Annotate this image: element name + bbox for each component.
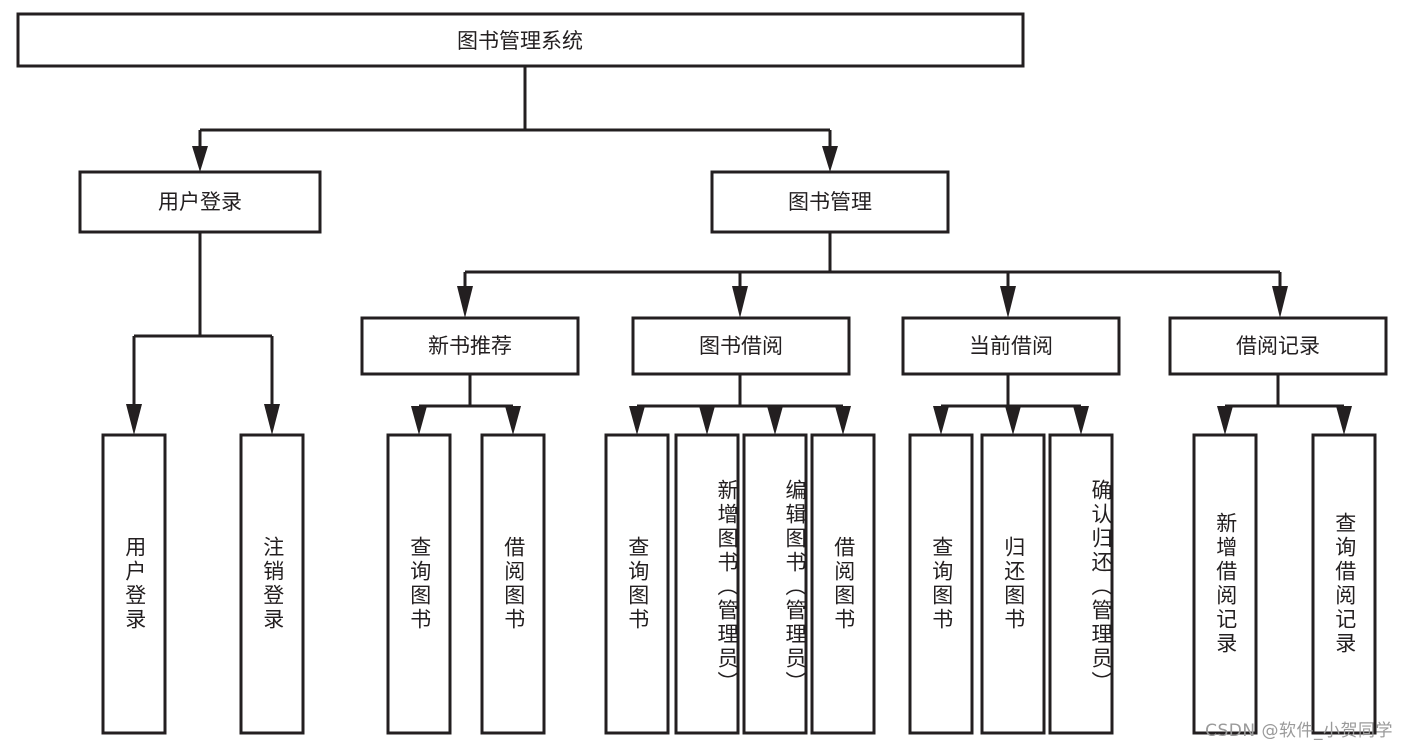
arrow-userlogin-to-leaf2-icon: [264, 404, 280, 435]
node-book-borrow-label: 图书借阅: [699, 334, 783, 358]
arrow-newbook-to-leaf1-icon: [411, 406, 427, 435]
arrow-root-to-book-management-icon: [822, 146, 838, 172]
node-new-book-recommend-box[interactable]: [360, 316, 580, 376]
leaf-user-login-box[interactable]: [101, 433, 167, 735]
arrow-borrowrecord-to-leaf2-icon: [1336, 406, 1352, 435]
node-user-login-label: 用户登录: [158, 190, 242, 214]
node-current-borrow-box[interactable]: [901, 316, 1121, 376]
leaf-add-book-box[interactable]: [674, 433, 740, 735]
leaf-return-book-box[interactable]: [980, 433, 1046, 735]
arrow-bookborrow-to-leaf4-icon: [835, 406, 851, 435]
arrow-bookborrow-to-leaf2-icon: [699, 406, 715, 435]
arrow-currentborrow-to-leaf1-icon: [933, 406, 949, 435]
csdn-watermark: CSDN @软件_小贺同学: [1205, 721, 1393, 741]
leaf-logout-login-box[interactable]: [239, 433, 305, 735]
node-new-book-recommend-label: 新书推荐: [428, 334, 512, 358]
arrow-currentborrow-to-leaf3-icon: [1073, 406, 1089, 435]
arrow-bookmgmt-to-current-borrow-icon: [1000, 286, 1016, 318]
arrow-currentborrow-to-leaf2-icon: [1005, 406, 1021, 435]
leaf-borrow-book-1-box[interactable]: [480, 433, 546, 735]
leaf-add-record-box[interactable]: [1192, 433, 1258, 735]
arrow-bookborrow-to-leaf1-icon: [629, 406, 645, 435]
node-user-login-box[interactable]: [78, 170, 322, 234]
arrow-bookborrow-to-leaf3-icon: [767, 406, 783, 435]
node-root-box[interactable]: [16, 12, 1025, 68]
leaf-borrow-book-2-box[interactable]: [810, 433, 876, 735]
leaf-confirm-return-box[interactable]: [1048, 433, 1114, 735]
arrow-userlogin-to-leaf1-icon: [126, 404, 142, 435]
arrow-bookmgmt-to-new-book-icon: [457, 286, 473, 318]
leaf-edit-book-box[interactable]: [742, 433, 808, 735]
arrow-bookmgmt-to-borrow-record-icon: [1272, 286, 1288, 318]
node-book-management-label: 图书管理: [788, 190, 872, 214]
node-current-borrow-label: 当前借阅: [969, 334, 1053, 358]
leaf-query-record-box[interactable]: [1311, 433, 1377, 735]
arrow-newbook-to-leaf2-icon: [505, 406, 521, 435]
arrow-root-to-user-login-icon: [192, 146, 208, 172]
arrow-bookmgmt-to-book-borrow-icon: [732, 286, 748, 318]
node-borrow-record-label: 借阅记录: [1236, 334, 1320, 358]
leaf-query-book-2-box[interactable]: [604, 433, 670, 735]
leaf-query-book-3-box[interactable]: [908, 433, 974, 735]
arrow-borrowrecord-to-leaf1-icon: [1217, 406, 1233, 435]
node-root-label: 图书管理系统: [457, 29, 583, 53]
leaf-query-book-1-box[interactable]: [386, 433, 452, 735]
